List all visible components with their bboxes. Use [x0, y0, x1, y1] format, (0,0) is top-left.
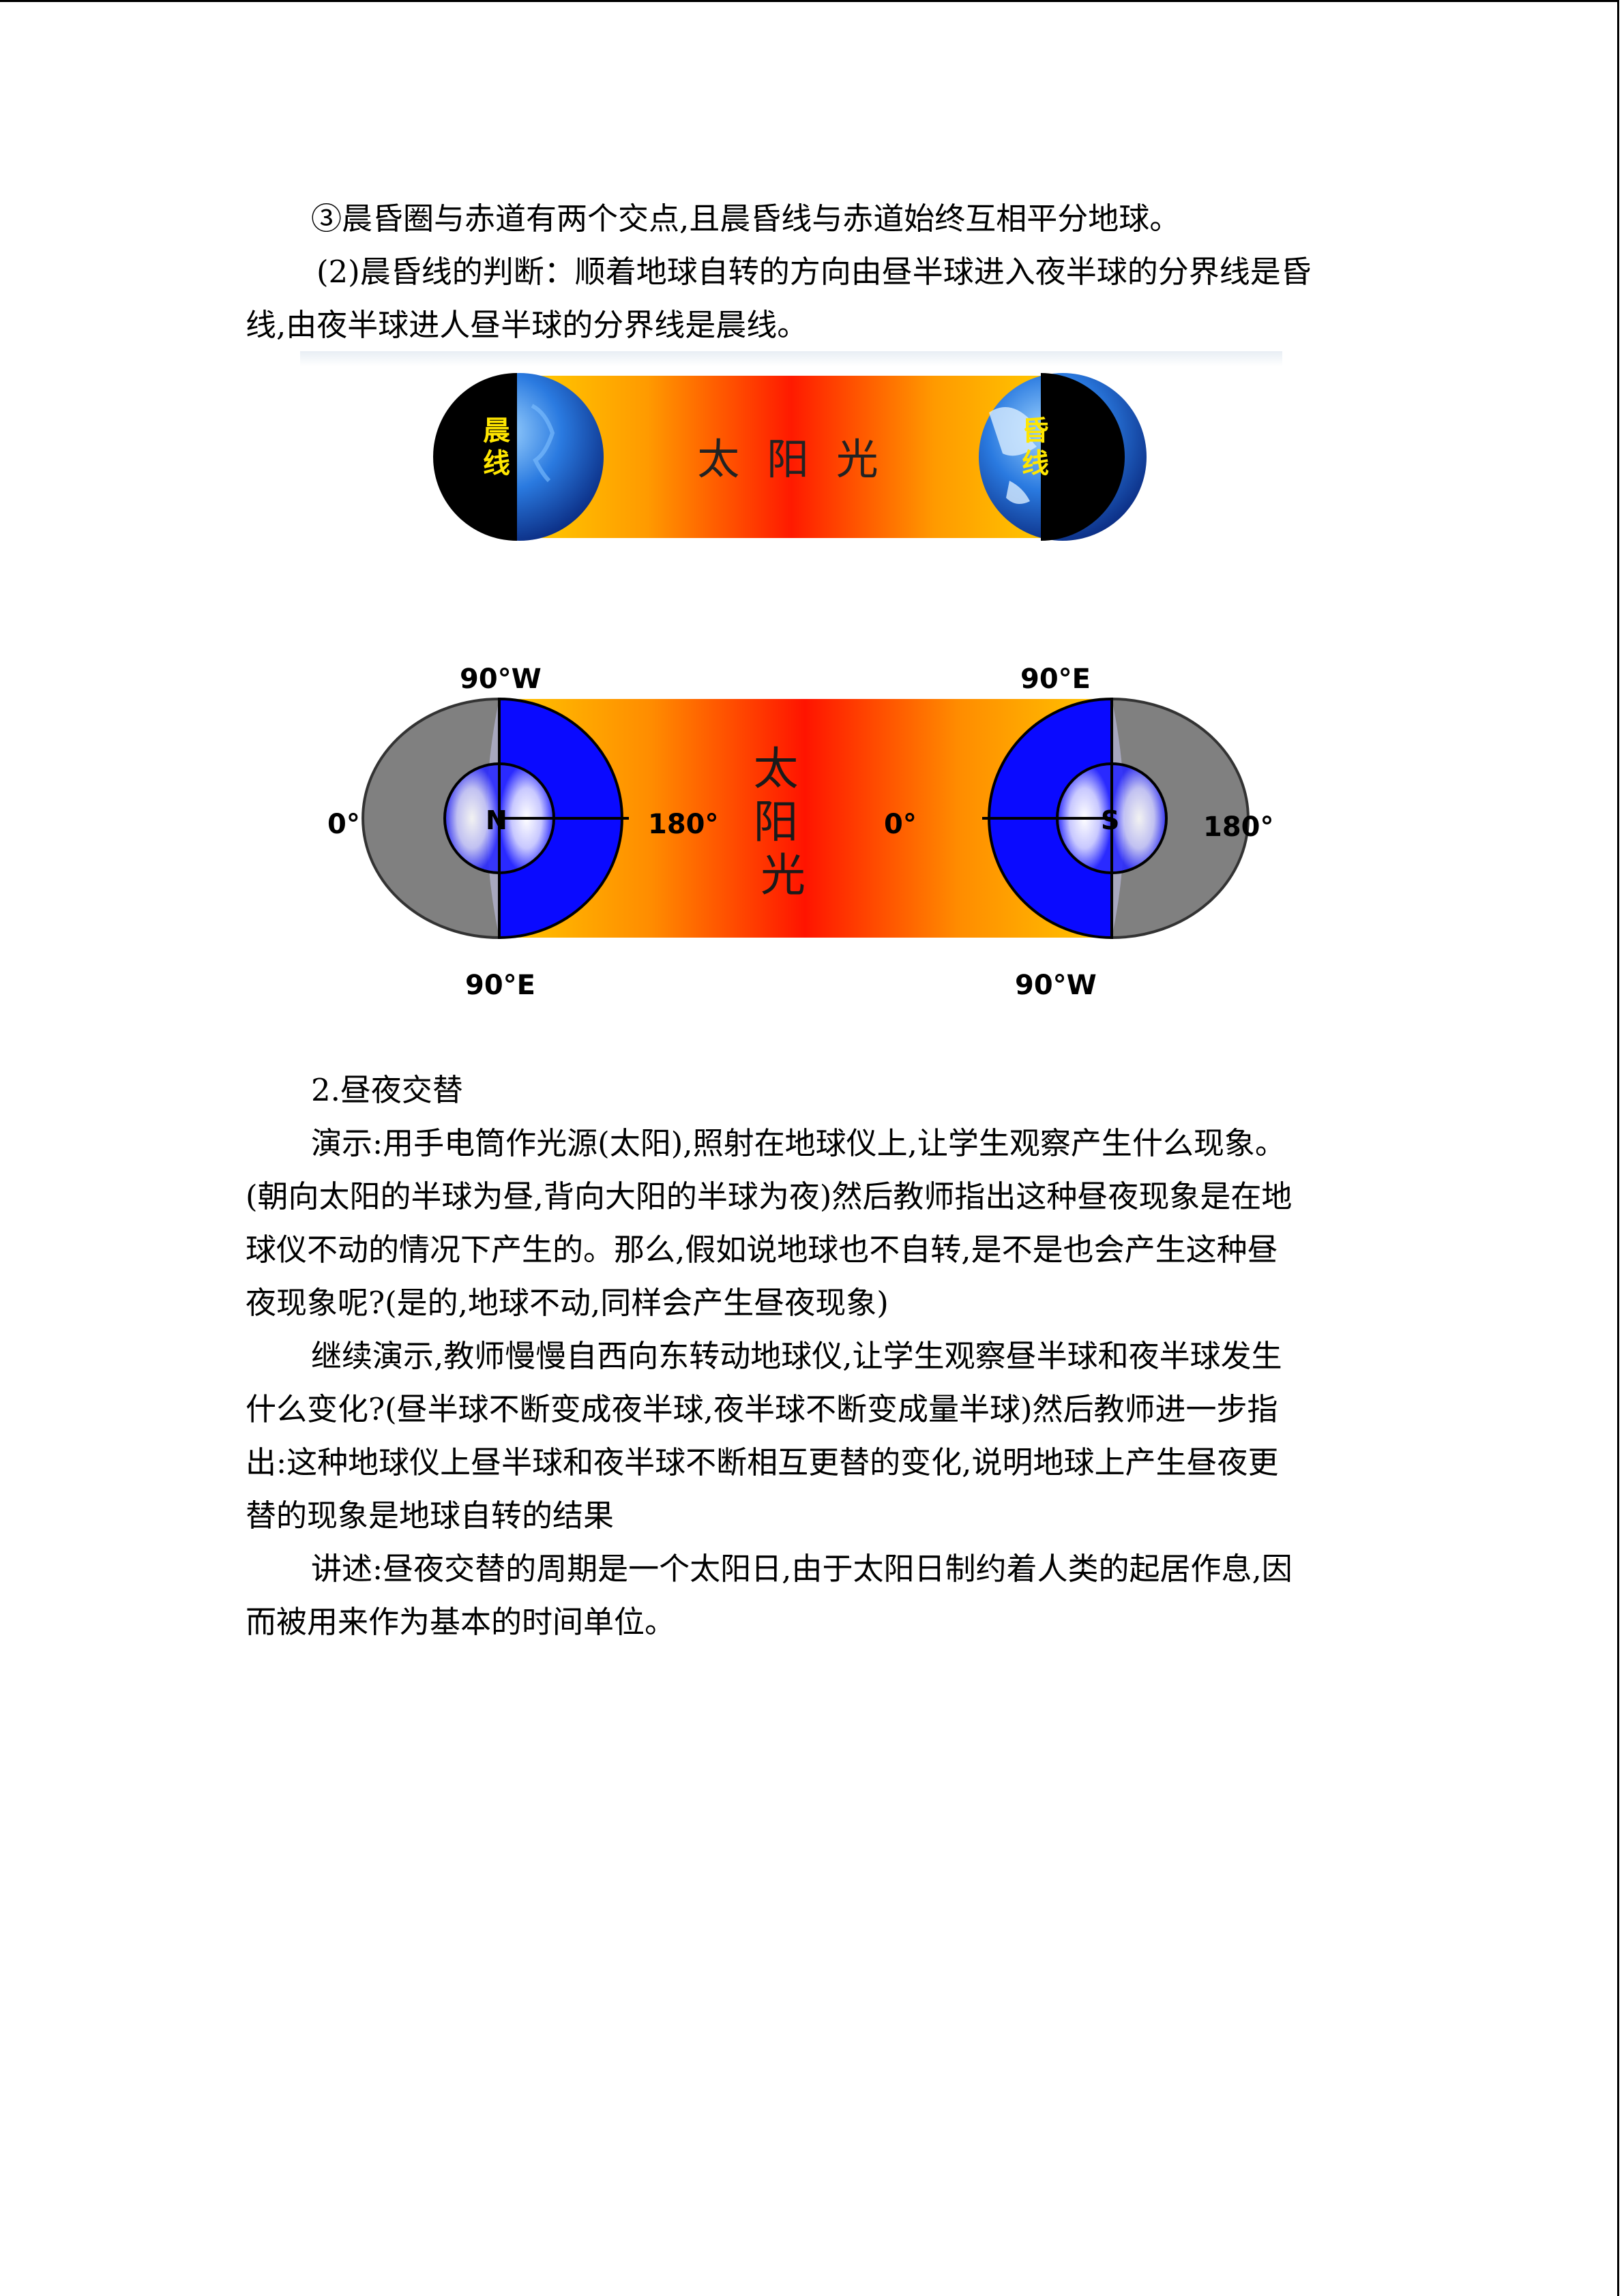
label-right-left: 0° [884, 809, 917, 840]
sunlight-vertical-label: 太 阳 光 [754, 743, 813, 901]
text-line: (朝向太阳的半球为昼,背向大阳的半球为夜)然后教师指出这种昼夜现象是在地 [246, 1178, 1293, 1214]
label-right-top: 90°E [1020, 664, 1091, 695]
text-line: 什么变化?(昼半球不断变成夜半球,夜半球不断变成量半球)然后教师进一步指 [246, 1391, 1278, 1427]
label-char: 昏 [1022, 415, 1049, 447]
text-line: 讲述:昼夜交替的周期是一个太阳日,由于太阳日制约着人类的起居作息,因 [311, 1551, 1293, 1587]
text-line: 演示:用手电筒作光源(太阳),照射在地球仪上,让学生观察产生什么现象。 [311, 1125, 1286, 1161]
south-pole-label: S [1101, 805, 1119, 835]
label-char: 晨 [483, 415, 510, 447]
text-line: 而被用来作为基本的时间单位。 [246, 1604, 676, 1640]
text-line: 夜现象呢?(是的,地球不动,同样会产生昼夜现象) [246, 1285, 889, 1321]
text-line: 出:这种地球仪上昼半球和夜半球不断相互更替的变化,说明地球上产生昼夜更 [246, 1444, 1279, 1480]
paragraph-lecture: 讲述:昼夜交替的周期是一个太阳日,由于太阳日制约着人类的起居作息,因 而被用来作… [246, 1542, 1378, 1649]
label-right-right: 180° [1203, 811, 1274, 843]
figure-terminator-globes: 太 阳 光 晨 线 昏 线 [300, 351, 1282, 549]
right-globe [979, 373, 1147, 541]
text-line: 继续演示,教师慢慢自西向东转动地球仪,让学生观察昼半球和夜半球发生 [311, 1338, 1282, 1374]
text-line: ③晨昏圈与赤道有两个交点,且晨昏线与赤道始终互相平分地球。 [311, 200, 1181, 237]
paragraph-continue: 继续演示,教师慢慢自西向东转动地球仪,让学生观察昼半球和夜半球发生 什么变化?(… [246, 1330, 1378, 1542]
dawn-line-label: 晨 线 [483, 415, 520, 479]
label-char: 光 [761, 849, 806, 901]
section-heading: 2.昼夜交替 [246, 1064, 1378, 1117]
text-line: (2)晨昏线的判断：顺着地球自转的方向由昼半球进入夜半球的分界线是昏 [316, 254, 1312, 290]
label-char: 线 [1022, 448, 1049, 479]
label-char: 线 [483, 448, 510, 479]
sunlight-label: 太 阳 光 [697, 434, 885, 484]
text-line: 线,由夜半球进人昼半球的分界线是晨线。 [246, 307, 808, 343]
figure-polar-views: 太 阳 光 90°W 0° 180° 90°E N 90°E 0° 180° 9… [321, 655, 1289, 1009]
label-char: 太 [754, 743, 799, 795]
text-line: 替的现象是地球自转的结果 [246, 1497, 615, 1534]
label-left-left: 0° [327, 809, 360, 840]
paragraph-point3: ③晨昏圈与赤道有两个交点,且晨昏线与赤道始终互相平分地球。 [246, 192, 1378, 245]
paragraph-demo: 演示:用手电筒作光源(太阳),照射在地球仪上,让学生观察产生什么现象。 (朝向太… [246, 1117, 1378, 1330]
text-line: 球仪不动的情况下产生的。那么,假如说地球也不自转,是不是也会产生这种昼 [246, 1232, 1278, 1268]
dusk-line-label: 昏 线 [1022, 415, 1059, 479]
north-pole-view [361, 697, 629, 940]
label-left-top: 90°W [460, 664, 542, 695]
figure-top-shadow [300, 351, 1282, 366]
label-right-bottom: 90°W [1015, 970, 1097, 1001]
label-left-bottom: 90°E [465, 970, 535, 1001]
paragraph-judgement: (2)晨昏线的判断：顺着地球自转的方向由昼半球进入夜半球的分界线是昏 线,由夜半… [246, 245, 1378, 352]
left-globe [433, 373, 604, 541]
north-pole-label: N [486, 805, 507, 835]
label-left-right: 180° [648, 809, 719, 840]
label-char: 阳 [754, 796, 799, 848]
south-pole-view [982, 697, 1250, 940]
section-title: 2.昼夜交替 [311, 1072, 463, 1108]
